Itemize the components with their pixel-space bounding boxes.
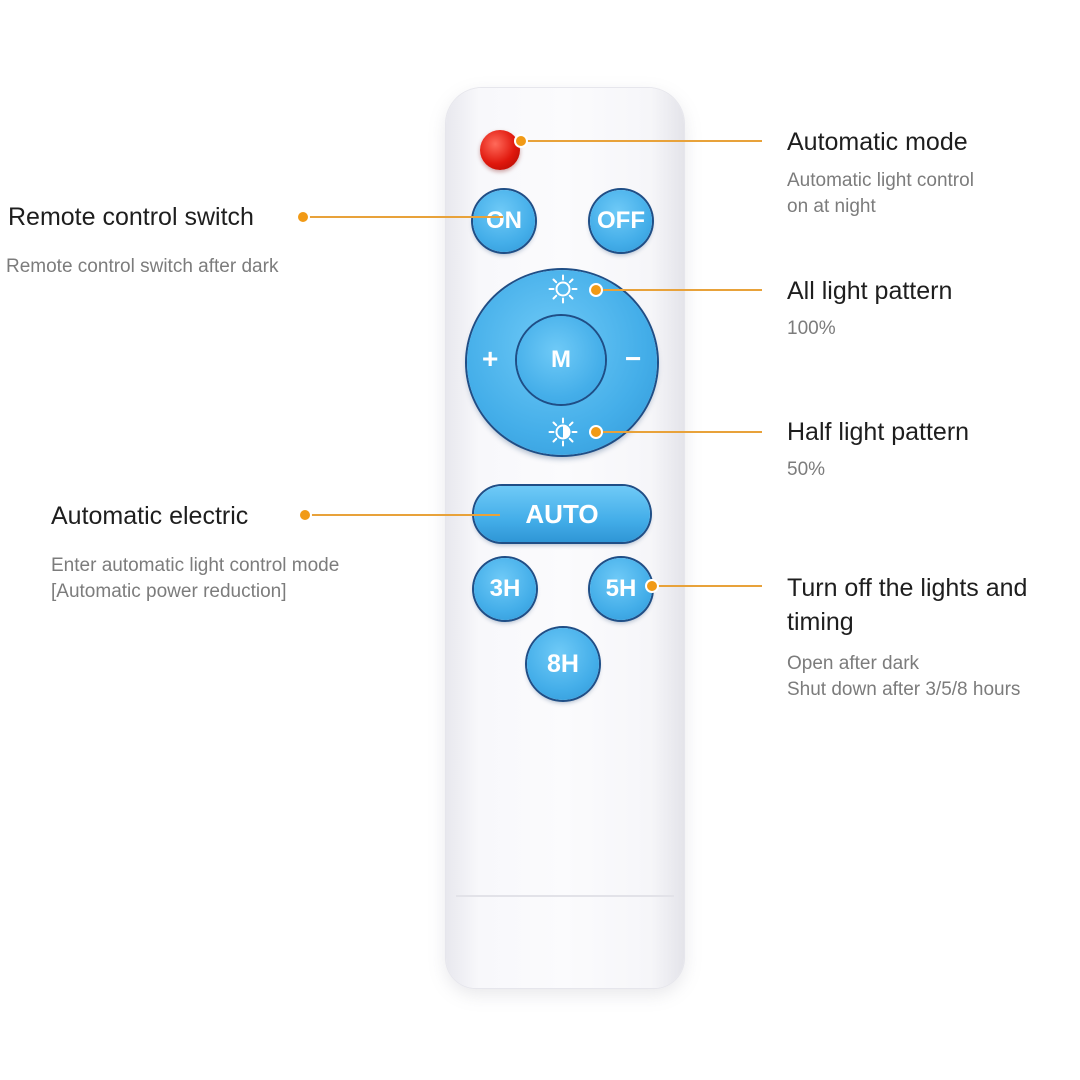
timing-desc-2: Shut down after 3/5/8 hours xyxy=(787,679,1021,700)
timer-8h-button[interactable]: 8H xyxy=(527,628,599,700)
leader-dot-half-light xyxy=(589,425,603,439)
sun-half-icon[interactable] xyxy=(547,416,579,448)
remote-switch-desc: Remote control switch after dark xyxy=(6,256,279,277)
auto-electric-desc-1: Enter automatic light control mode xyxy=(51,555,340,576)
automatic-mode-desc-2: on at night xyxy=(787,196,876,217)
off-button-label: OFF xyxy=(597,207,645,234)
leader-dot-all-light xyxy=(589,283,603,297)
timer-5h-button[interactable]: 5H xyxy=(590,558,652,620)
leader-dot-auto-electric xyxy=(298,508,312,522)
indicator-led xyxy=(480,130,520,170)
mode-center-button[interactable]: M xyxy=(517,316,605,404)
timing-title-2: timing xyxy=(787,608,854,636)
leader-dot-remote-switch xyxy=(296,210,310,224)
leader-line-automatic-mode xyxy=(520,140,762,142)
leader-line-half-light xyxy=(596,431,762,433)
auto-button-label: AUTO xyxy=(525,498,599,529)
timing-desc-1: Open after dark xyxy=(787,653,920,674)
automatic-mode-title: Automatic mode xyxy=(787,128,968,156)
timer-3h-label: 3H xyxy=(489,575,521,602)
leader-line-timing xyxy=(652,585,762,587)
leader-line-remote-switch xyxy=(303,216,503,218)
sun-full-icon[interactable] xyxy=(547,273,579,305)
off-button[interactable]: OFF xyxy=(590,190,652,252)
minus-button[interactable]: − xyxy=(625,343,642,374)
plus-button[interactable]: + xyxy=(482,343,499,374)
automatic-mode-desc-1: Automatic light control xyxy=(787,170,974,191)
auto-electric-desc-2: [Automatic power reduction] xyxy=(51,581,287,602)
on-button[interactable]: ON xyxy=(473,190,535,252)
half-light-title: Half light pattern xyxy=(787,418,970,446)
timer-5h-label: 5H xyxy=(605,575,637,602)
timer-8h-label: 8H xyxy=(547,649,579,678)
leader-dot-automatic-mode xyxy=(514,134,528,148)
timing-title-1: Turn off the lights and xyxy=(787,574,1028,602)
remote-switch-title: Remote control switch xyxy=(8,203,254,231)
leader-line-auto-electric xyxy=(305,514,500,516)
all-light-title: All light pattern xyxy=(787,277,953,305)
leader-dot-timing xyxy=(645,579,659,593)
all-light-desc: 100% xyxy=(787,318,836,339)
auto-button[interactable]: AUTO xyxy=(474,486,650,542)
mode-center-label: M xyxy=(551,346,571,373)
on-button-label: ON xyxy=(486,207,522,234)
auto-electric-title: Automatic electric xyxy=(51,502,249,530)
timer-3h-button[interactable]: 3H xyxy=(474,558,536,620)
remote-seam xyxy=(456,895,674,897)
half-light-desc: 50% xyxy=(787,459,826,480)
leader-line-all-light xyxy=(596,289,762,291)
